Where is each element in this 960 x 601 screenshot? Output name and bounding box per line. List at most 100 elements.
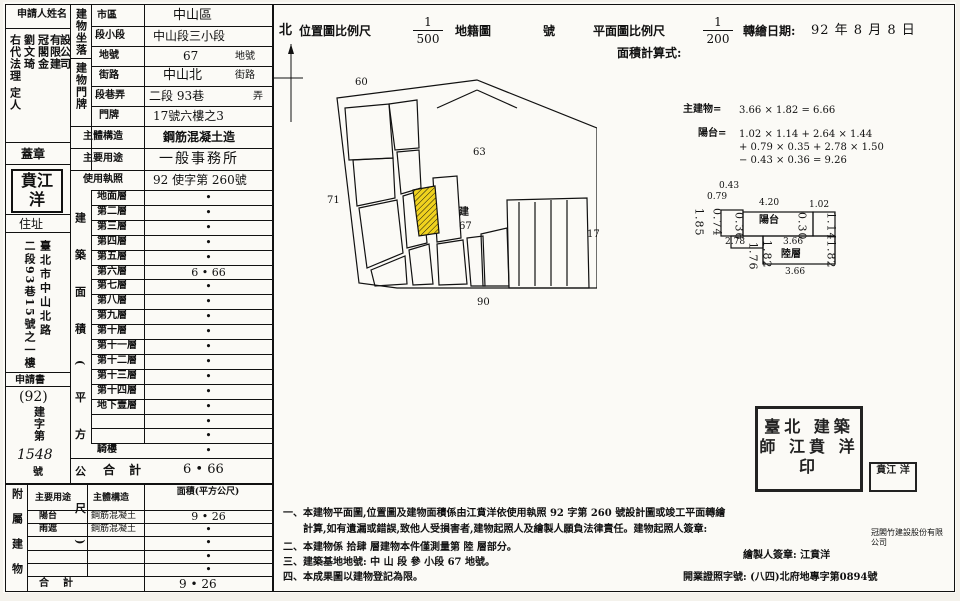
dim-278: 2.78 xyxy=(725,237,746,247)
dim-074: 0.74 xyxy=(710,208,724,237)
drawer-label: 繪製人簽章: 江賁洋 xyxy=(743,550,831,561)
plan-scale-label: 平面圖比例尺 xyxy=(593,24,666,38)
floor-area-value: • xyxy=(205,369,212,383)
application-word: 建字第 xyxy=(32,406,46,442)
floor-area-value: • xyxy=(205,429,212,443)
site-blocks xyxy=(336,79,597,289)
date-label: 轉繪日期: xyxy=(743,24,796,38)
dim-366a: 3.66 xyxy=(783,237,804,247)
floor-area-value: • xyxy=(205,280,212,294)
location-scale-label: 位置圖比例尺 xyxy=(299,24,372,38)
floor-name: 第十一層 xyxy=(97,340,137,351)
dim-102: 1.02 xyxy=(809,200,830,210)
cert-label: 開業證照字號: (八四)北府地專字第0894號 xyxy=(683,572,878,583)
note-line-1: 一、本建物平面圖,位置圖及建物面積係由江賁洋依使用執照 92 字第 260 號設… xyxy=(283,508,726,519)
annex-col-area: 面積(平方公尺) xyxy=(176,487,240,497)
balcony-calc-label: 陽台= xyxy=(698,128,727,139)
lot-suffix: 地號 xyxy=(235,51,255,62)
applicant-label: 申請人姓名 xyxy=(17,9,67,20)
annex-total-label: 合計 xyxy=(39,578,87,589)
floor-area-value: • xyxy=(205,414,212,428)
floor-name: 第七層 xyxy=(97,280,127,292)
architect-stamp: 臺北 建築 師 江賁 洋 印 xyxy=(755,406,863,492)
plan-balcony-label: 陽台 xyxy=(759,215,779,226)
lot-60: 60 xyxy=(355,77,368,88)
applicant-rep-name: 劉文琦 xyxy=(22,34,36,70)
annex-area: • xyxy=(205,549,212,563)
build-label: 建 xyxy=(459,207,469,218)
subject-unit xyxy=(412,185,440,237)
applicant-company-3: 設公司 xyxy=(58,34,72,70)
floor-area-value: • xyxy=(205,444,212,458)
annex-area: 9 • 26 xyxy=(191,510,226,523)
district-value: 中山區 xyxy=(173,8,213,23)
annex-use: 雨遮 xyxy=(39,524,58,535)
floor-area-value: 6 • 66 xyxy=(191,265,226,279)
dim-182: 1.82 xyxy=(760,240,774,269)
annex-area: • xyxy=(205,562,212,576)
applicant-rep: 右代法理 定人 xyxy=(8,34,22,111)
floor-name: 第五層 xyxy=(97,250,127,262)
floor-name: 第十二層 xyxy=(97,354,137,366)
use-label: 主要用途 xyxy=(83,153,123,164)
small-stamp: 賁江 洋 xyxy=(869,462,917,492)
company-name: 冠閣竹建設股份有限公司 xyxy=(871,528,943,547)
street-suffix: 街路 xyxy=(235,70,255,81)
district-label: 市區 xyxy=(97,10,117,21)
plan-floor-label: 陸層 xyxy=(781,249,801,260)
dim-182b: 1.82 xyxy=(824,240,838,269)
annex-table xyxy=(5,484,273,592)
annex-structure: 鋼筋混凝土 xyxy=(91,524,137,535)
dim-030: 0.30 xyxy=(795,212,809,241)
dim-176: 1.76 xyxy=(746,242,760,271)
subsection-label: 段小段 xyxy=(95,30,125,41)
application-suffix: 號 xyxy=(33,467,43,478)
main-calc-label: 主建物= xyxy=(683,104,722,115)
cadastral-suffix: 號 xyxy=(543,24,556,38)
floor-total-label: 合計 xyxy=(103,463,156,477)
annex-col-use: 主要用途 xyxy=(35,493,72,503)
dim-036: 0.36 xyxy=(732,212,746,241)
cadastral-label: 地籍圖 xyxy=(455,24,492,38)
floor-name: 第四層 xyxy=(97,235,127,247)
application-number: 1548 xyxy=(17,447,53,463)
address-line-1: 臺北市中山北路 xyxy=(38,240,52,338)
floor-name: 第八層 xyxy=(97,295,127,307)
floor-name: 第十三層 xyxy=(97,369,137,381)
location-scale-num: 1 xyxy=(424,15,432,29)
address-label: 住址 xyxy=(19,217,44,231)
lane-suffix: 弄 xyxy=(253,91,263,102)
floor-area-value: • xyxy=(205,250,212,264)
annex-label: 附屬建物 xyxy=(10,488,24,588)
seal-label: 蓋章 xyxy=(21,147,46,161)
floor-area-value: • xyxy=(205,235,212,249)
annex-col-structure: 主體構造 xyxy=(93,493,130,503)
structure-value: 鋼筋混凝土造 xyxy=(163,130,236,144)
balcony-calc-1: 1.02 × 1.14 + 2.64 × 1.44 xyxy=(739,129,873,140)
dim-043: 0.43 xyxy=(719,181,740,191)
lot-63: 63 xyxy=(473,147,486,158)
lane-label: 段巷弄 xyxy=(95,90,125,101)
location-section-label: 建物坐落 xyxy=(74,8,88,56)
lot-17: 17 xyxy=(587,229,600,240)
structure-label: 主體構造 xyxy=(83,131,123,142)
note-line-3: 二、本建物係 拾肆 層建物本件僅測量第 陸 層部分。 xyxy=(283,542,517,553)
floor-area-value: • xyxy=(205,354,212,368)
applicant-company-1: 冠閣金 xyxy=(36,34,50,70)
street-label: 街路 xyxy=(99,70,119,81)
note-line-2: 計算,如有遺漏或錯誤,致他人受損害者,建物起照人及繪製人願負法律責任。建物起照人… xyxy=(303,524,708,535)
lot-value: 67 xyxy=(183,49,199,63)
street-value: 中山北 xyxy=(163,68,203,83)
lot-label: 地號 xyxy=(99,50,119,61)
balcony-calc-2: + 0.79 × 0.35 + 2.78 × 1.50 xyxy=(739,142,884,153)
dim-420: 4.20 xyxy=(759,198,780,208)
floor-name: 第十四層 xyxy=(97,384,137,396)
applicant-company-2: 有限建 xyxy=(48,34,62,70)
floor-area-value: • xyxy=(205,220,212,234)
floor-area-value: • xyxy=(205,325,212,339)
floor-plan xyxy=(720,209,836,265)
annex-total-value: 9 • 26 xyxy=(179,577,217,591)
floor-name: 第九層 xyxy=(97,310,127,322)
subsection-value: 中山段三小段 xyxy=(153,29,226,43)
main-calc-formula: 3.66 × 1.82 = 6.66 xyxy=(739,105,836,116)
